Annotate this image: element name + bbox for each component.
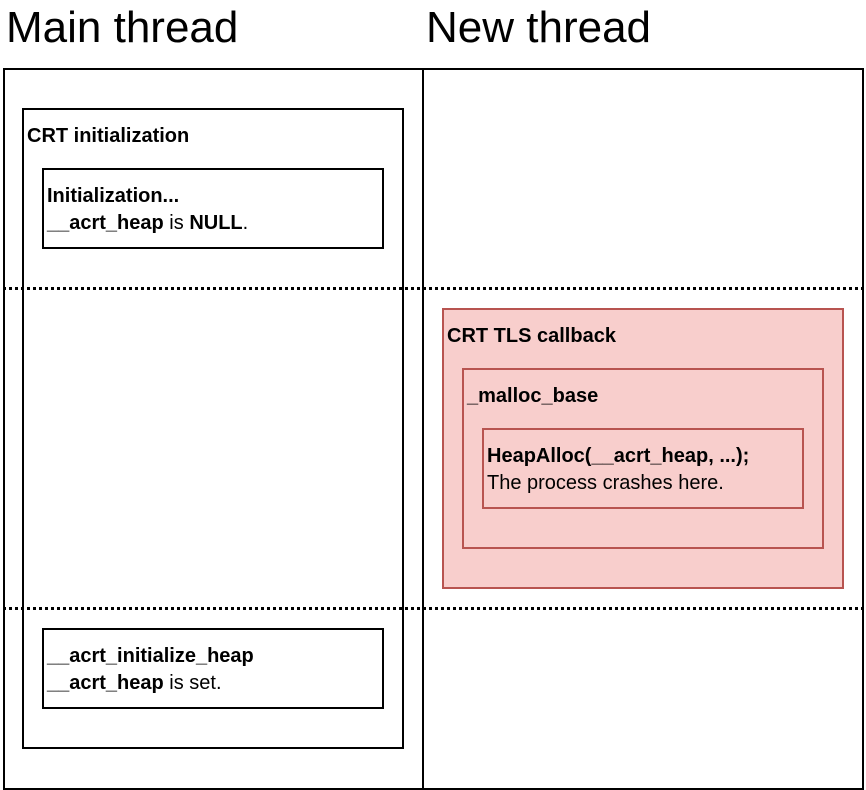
is-set-text: is set. (163, 672, 222, 694)
initialize-heap-line: __acrt_initialize_heap (47, 645, 254, 667)
new-thread-title: New thread (426, 3, 652, 52)
time-separator-1 (3, 287, 864, 290)
is-text: is (163, 212, 190, 234)
initialize-heap-box (42, 628, 384, 709)
initialization-text: Initialization... __acrt_heap is NULL. (47, 183, 248, 237)
initialization-line: Initialization... (47, 185, 180, 207)
period-text: . (242, 212, 249, 234)
heapalloc-box (482, 428, 804, 509)
crash-note: The process crashes here. (487, 472, 724, 494)
crt-initialization-label: CRT initialization (27, 125, 190, 147)
thread-lanes-frame (3, 68, 864, 790)
acrt-heap-null-line: __acrt_heap is NULL. (47, 210, 248, 237)
acrt-heap-set-line: __acrt_heap is set. (47, 670, 254, 697)
time-separator-2 (3, 607, 864, 610)
initialize-heap-text: __acrt_initialize_heap __acrt_heap is se… (47, 643, 254, 697)
null-value: NULL (189, 212, 243, 234)
malloc-base-label: _malloc_base (467, 385, 599, 407)
main-thread-title: Main thread (6, 3, 239, 52)
heapalloc-call: HeapAlloc(__acrt_heap, ...); (487, 445, 750, 467)
crt-tls-callback-label: CRT TLS callback (447, 325, 616, 347)
acrt-heap-code-2: __acrt_heap (47, 672, 164, 694)
lane-divider (422, 68, 424, 790)
heapalloc-text: HeapAlloc(__acrt_heap, ...); The process… (487, 443, 749, 497)
initialization-box (42, 168, 384, 249)
acrt-heap-code: __acrt_heap (47, 212, 164, 234)
